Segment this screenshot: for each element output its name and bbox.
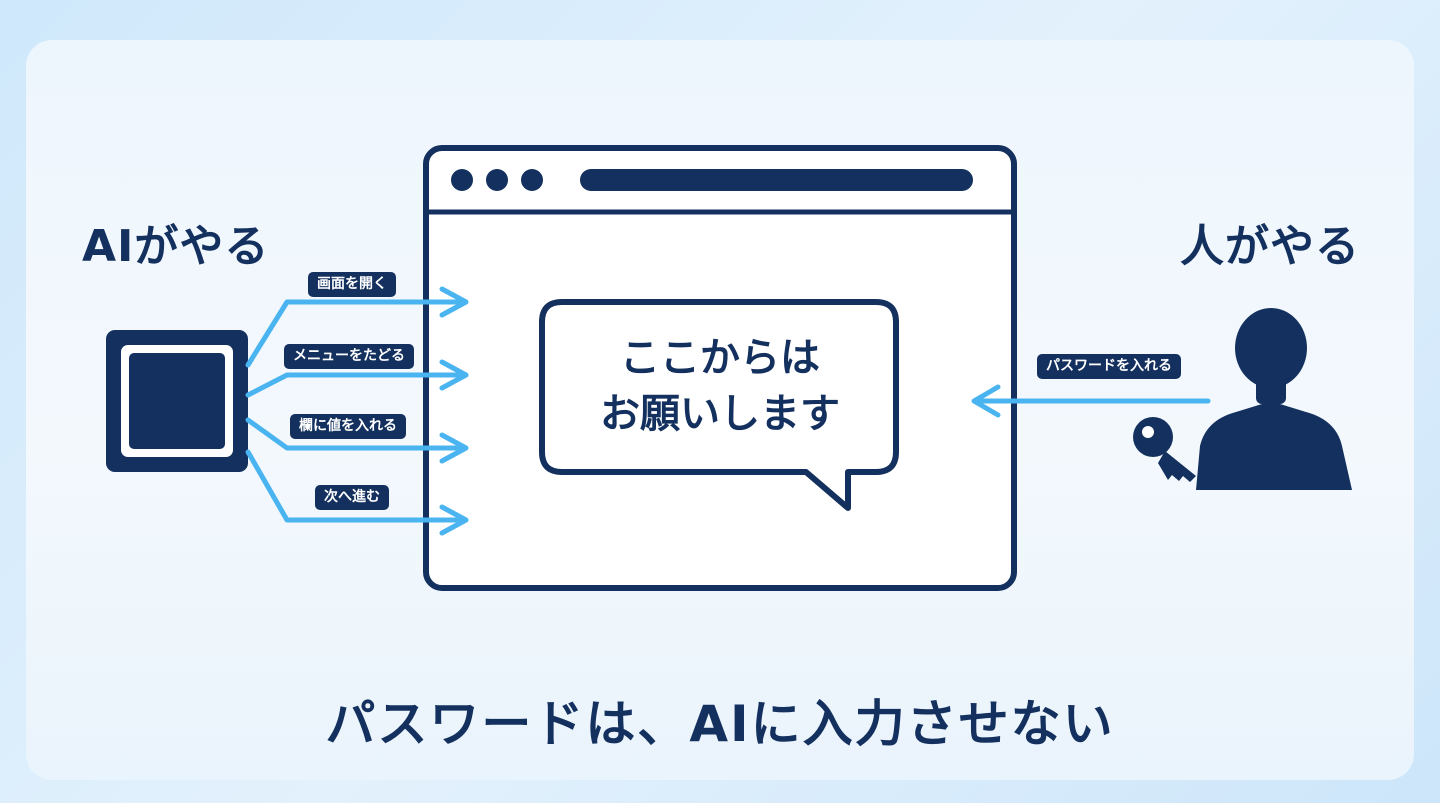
human-arrow — [971, 384, 1211, 418]
address-bar — [580, 169, 973, 191]
arrow-next-step — [245, 449, 467, 523]
window-dot-icon — [486, 169, 508, 191]
person-icon — [1196, 308, 1352, 490]
bubble-line: お願いします — [600, 391, 840, 437]
ai-side-heading: AIがやる — [82, 221, 270, 272]
ai-step-tag: メニューをたどる — [284, 344, 414, 369]
bottom-caption: パスワードは、AIに入力させない — [325, 695, 1115, 753]
ai-arrows — [245, 286, 469, 536]
key-icon — [1133, 417, 1196, 482]
bubble-message: ここからは お願いします — [545, 330, 895, 442]
ai-chip-icon — [106, 330, 248, 472]
ai-step-tag: 欄に値を入れる — [290, 414, 406, 439]
arrow-navigate-menu — [245, 372, 467, 398]
arrow-open-screen — [245, 299, 467, 368]
ai-step-tag: 次へ進む — [315, 485, 389, 510]
human-side-heading: 人がやる — [1180, 221, 1360, 272]
ai-step-tag: 画面を開く — [308, 272, 396, 297]
human-step-tag: パスワードを入れる — [1037, 354, 1181, 379]
speech-bubble — [539, 299, 899, 511]
arrow-enter-value — [245, 417, 467, 451]
window-dot-icon — [451, 169, 473, 191]
bubble-line: ここからは — [620, 335, 820, 381]
window-dot-icon — [521, 169, 543, 191]
